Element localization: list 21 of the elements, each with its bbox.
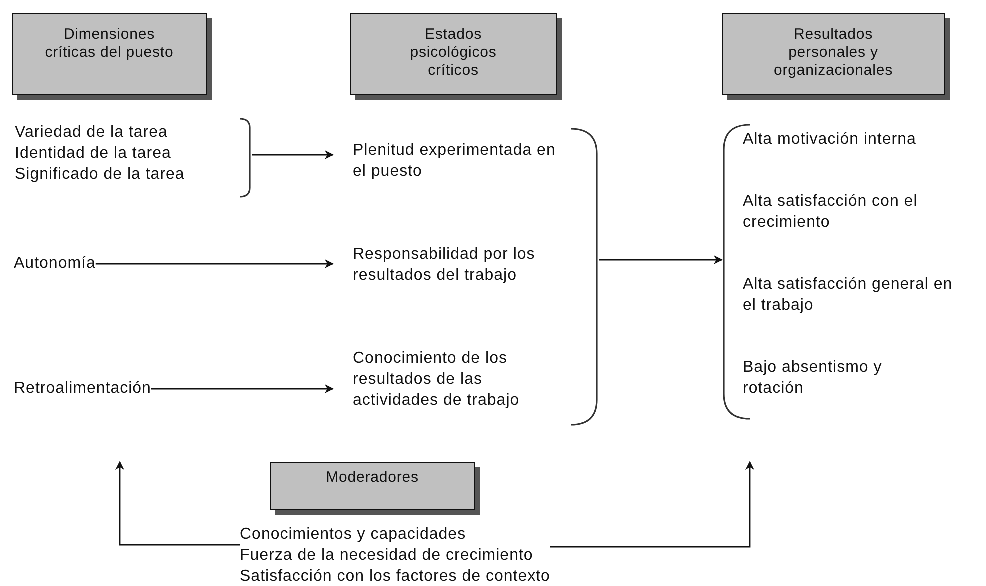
label-text: Bajo absentismo y rotación [743,357,943,401]
label-text: Conocimiento de los resultados de las actividades de trabajo [353,348,568,413]
label-text: Responsabilidad por los resultados del trabajo [353,244,593,288]
list-item: Significado de la tarea [15,165,185,185]
arrow [550,461,754,548]
label-text: Alta satisfacción con el crecimiento [743,191,978,235]
label-text: Alta motivación interna [743,129,978,151]
arrow [116,461,240,546]
label-text: Retroalimentación [14,378,152,399]
arrow [599,256,723,264]
list-item: Satisfacción con los factores de contexto [240,567,550,586]
label-text: Autonomía [14,253,96,274]
list-item: Conocimientos y capacidades [240,525,468,545]
label-text: Plenitud experimentada en el puesto [353,140,568,184]
arrow [252,150,334,160]
arrow [96,260,334,268]
list-item: Variedad de la tarea [15,123,169,143]
list-item: Fuerza de la necesidad de crecimiento [240,546,534,566]
arrow [151,384,334,394]
list-item: Identidad de la tarea [15,144,172,164]
label-text: Alta satisfacción general en el trabajo [743,274,965,318]
